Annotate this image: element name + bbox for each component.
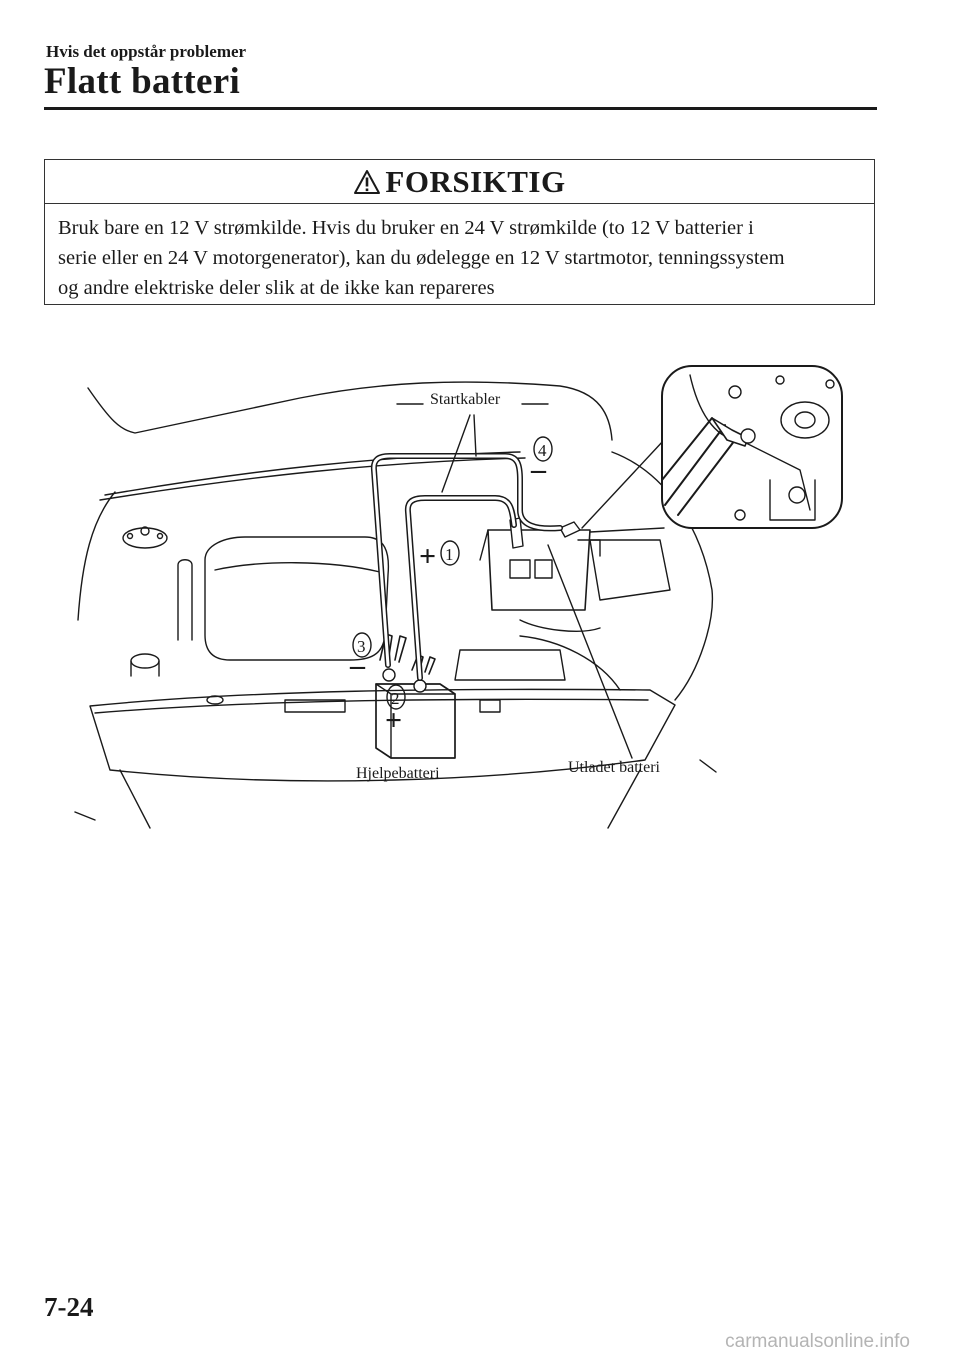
caution-line: Bruk bare en 12 V strømkilde. Hvis du br… xyxy=(58,217,754,239)
label-startkabler: Startkabler xyxy=(430,391,501,408)
svg-text:–: – xyxy=(530,453,547,486)
page-number: 7-24 xyxy=(44,1292,94,1322)
caution-line: serie eller en 24 V motorgenerator), kan… xyxy=(58,247,785,269)
reservoir-cap xyxy=(130,653,160,669)
dead-battery xyxy=(487,529,591,611)
booster-clamp-negative xyxy=(379,633,407,663)
inset-pointer xyxy=(581,439,665,533)
jumper-cable-negative xyxy=(370,453,563,668)
warning-triangle-icon xyxy=(354,169,381,194)
caution-title: FORSIKTIG xyxy=(385,163,566,199)
marker-1: + 1 xyxy=(419,540,460,573)
jump-start-illustration: + 1 + 2 3 – 4 – xyxy=(74,365,843,829)
caution-header: FORSIKTIG xyxy=(45,160,874,204)
caution-box: FORSIKTIG Bruk bare en 12 V strømkilde. … xyxy=(44,159,875,305)
label-utladet-batteri: Utladet batteri xyxy=(568,759,660,776)
hood-outline xyxy=(87,381,613,441)
jumper-cable-positive xyxy=(404,495,517,681)
section-label: Hvis det oppstår problemer xyxy=(46,42,247,61)
svg-text:–: – xyxy=(349,649,366,682)
svg-text:3: 3 xyxy=(357,637,366,656)
caution-text: Bruk bare en 12 V strømkilde. Hvis du br… xyxy=(45,204,874,303)
caution-line: og andre elektriske deler slik at de ikk… xyxy=(58,277,495,299)
marker-4: 4 – xyxy=(530,436,553,486)
engine-bay-outline xyxy=(77,451,714,701)
title-rule xyxy=(44,107,877,110)
front-bumper xyxy=(89,688,676,782)
svg-text:2: 2 xyxy=(391,689,400,708)
marker-2: + 2 xyxy=(385,684,406,737)
watermark: carmanualsonline.info xyxy=(725,1331,910,1352)
svg-text:4: 4 xyxy=(538,441,547,460)
svg-text:+: + xyxy=(385,704,402,737)
svg-text:1: 1 xyxy=(445,545,454,564)
booster-battery xyxy=(375,683,456,759)
svg-text:+: + xyxy=(419,540,436,573)
page-title: Flatt batteri xyxy=(44,61,241,102)
dead-battery-clamp-negative xyxy=(559,521,581,538)
strut-tower-left xyxy=(122,527,168,549)
marker-3: 3 – xyxy=(349,632,372,682)
label-hjelpebatteri: Hjelpebatteri xyxy=(356,765,440,782)
booster-clamp-positive xyxy=(411,654,436,675)
